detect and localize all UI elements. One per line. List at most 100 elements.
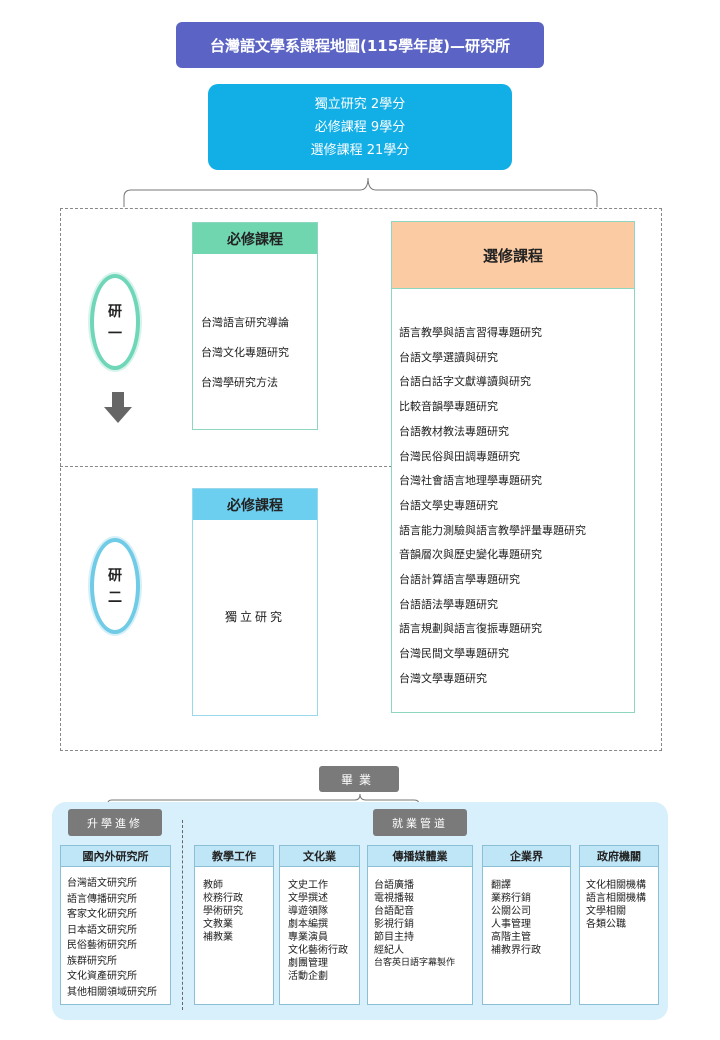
list-item: 台灣民間文學專題研究 (399, 647, 509, 661)
list-item: 台語廣播 (374, 880, 414, 891)
elective-header: 選修課程 (392, 222, 634, 289)
list-item: 文化資產研究所 (67, 971, 137, 982)
list-item: 校務行政 (203, 893, 243, 904)
list-item: 台語語法學專題研究 (399, 597, 498, 611)
list-item: 文學撰述 (288, 893, 328, 904)
column-list: 文化相關機構 語言相關機構 文學相關 各類公職 (580, 867, 658, 931)
list-item: 台灣文化專題研究 (201, 346, 289, 359)
page-title: 台灣語文學系課程地圖(115學年度)—研究所 (176, 22, 544, 68)
column-enterprise: 企業界 翻譯 業務行銷 公關公司 人事管理 高階主管 補教界行政 (482, 845, 571, 1005)
list-item: 台灣社會語言地理學專題研究 (399, 474, 542, 488)
list-item: 人事管理 (491, 919, 531, 930)
list-item: 教師 (203, 880, 223, 891)
column-header: 企業界 (483, 846, 570, 867)
year1-badge: 研 一 (90, 274, 140, 370)
list-item: 影視行銷 (374, 919, 414, 930)
credit-elective: 選修課程 21學分 (310, 142, 410, 158)
year2-label: 研 (108, 568, 122, 584)
list-item: 高階主管 (491, 932, 531, 943)
list-item: 各類公職 (586, 919, 626, 930)
required-courses-year1: 必修課程 台灣語言研究導論 台灣文化專題研究 台灣學研究方法 (192, 222, 318, 430)
list-item: 日本語文研究所 (67, 924, 137, 936)
column-graduate-schools: 國內外研究所 台灣語文研究所 語言傳播研究所 客家文化研究所 日本語文研究所 民… (60, 845, 171, 1005)
list-item: 語言能力測驗與語言教學評量專題研究 (399, 523, 586, 537)
list-item: 客家文化研究所 (67, 909, 137, 920)
year2-badge: 研 二 (90, 538, 140, 634)
list-item: 台語計算語言學專題研究 (399, 573, 520, 587)
column-media: 傳播媒體業 台語廣播 電視播報 台語配音 影視行銷 節目主持 經紀人 台客英日語… (367, 845, 473, 1005)
column-list: 台語廣播 電視播報 台語配音 影視行銷 節目主持 經紀人 台客英日語字幕製作 (368, 867, 472, 970)
column-list: 教師 校務行政 學術研究 文教業 補教業 (195, 867, 273, 944)
column-list: 台灣語文研究所 語言傳播研究所 客家文化研究所 日本語文研究所 民俗藝術研究所 … (61, 867, 170, 1000)
list-item: 台灣語文研究所 (67, 878, 137, 889)
list-item: 學術研究 (203, 906, 243, 917)
list-item: 台灣民俗與田調專題研究 (399, 449, 520, 463)
list-item: 文化相關機構 (586, 880, 646, 891)
credit-required: 必修課程 9學分 (314, 119, 406, 135)
list-item: 語言教學與語言習得專題研究 (399, 326, 542, 339)
list-item: 台灣語言研究導論 (201, 316, 289, 329)
list-item: 語言傳播研究所 (67, 893, 137, 905)
column-list: 翻譯 業務行銷 公關公司 人事管理 高階主管 補教界行政 (483, 867, 570, 957)
course-area (60, 208, 662, 751)
column-government: 政府機關 文化相關機構 語言相關機構 文學相關 各類公職 (579, 845, 659, 1005)
list-item: 公關公司 (491, 906, 531, 917)
column-header: 教學工作 (195, 846, 273, 867)
list-item: 語言相關機構 (586, 893, 646, 904)
list-item: 劇團管理 (288, 958, 328, 969)
list-item: 文教業 (203, 919, 233, 930)
further-study-label: 升學進修 (68, 809, 162, 836)
list-item: 台灣學研究方法 (201, 376, 278, 389)
year2-number: 二 (108, 590, 122, 606)
credits-box: 獨立研究 2學分 必修課程 9學分 選修課程 21學分 (208, 84, 512, 170)
credit-independent: 獨立研究 2學分 (314, 96, 406, 112)
list-item: 經紀人 (374, 945, 404, 956)
column-header: 國內外研究所 (61, 846, 170, 867)
list-item: 翻譯 (491, 880, 511, 891)
column-header: 傳播媒體業 (368, 846, 472, 867)
list-item: 導遊領隊 (288, 906, 328, 917)
list-item: 業務行銷 (491, 893, 531, 904)
list-item: 台客英日語字幕製作 (374, 958, 456, 968)
required-header-year2: 必修課程 (193, 489, 317, 520)
list-item: 文學相關 (586, 906, 626, 917)
list-item: 台語文學選讀與研究 (399, 350, 498, 364)
list-item: 節目主持 (374, 932, 414, 943)
column-header: 政府機關 (580, 846, 658, 867)
list-item: 補教界行政 (491, 945, 541, 956)
list-item: 比較音韻學專題研究 (399, 400, 498, 414)
column-list: 文史工作 文學撰述 導遊領隊 劇本編撰 專業演員 文化藝術行政 劇團管理 活動企… (280, 867, 359, 983)
panel-divider (182, 820, 183, 1010)
elective-list: 語言教學與語言習得專題研究 台語文學選讀與研究 台語白話字文獻導讀與研究 比較音… (392, 289, 634, 692)
list-item: 電視播報 (374, 893, 414, 904)
list-item: 音韻層次與歷史變化專題研究 (399, 548, 542, 562)
list-item: 台語教材教法專題研究 (399, 424, 509, 438)
required-list-year1: 台灣語言研究導論 台灣文化專題研究 台灣學研究方法 (193, 254, 317, 398)
year1-number: 一 (108, 326, 122, 342)
list-item: 民俗藝術研究所 (67, 940, 137, 951)
graduation-label: 畢業 (319, 766, 399, 792)
list-item: 劇本編撰 (288, 919, 328, 930)
column-culture: 文化業 文史工作 文學撰述 導遊領隊 劇本編撰 專業演員 文化藝術行政 劇團管理… (279, 845, 360, 1005)
list-item: 族群研究所 (67, 955, 117, 967)
list-item: 活動企劃 (288, 971, 328, 982)
list-item: 文史工作 (288, 880, 328, 891)
list-item: 台語白話字文獻導讀與研究 (399, 375, 531, 389)
required-courses-year2: 必修課程 獨立研究 (192, 488, 318, 716)
down-arrow-icon (104, 392, 132, 423)
column-teaching: 教學工作 教師 校務行政 學術研究 文教業 補教業 (194, 845, 274, 1005)
year-divider (60, 466, 392, 467)
list-item: 語言規劃與語言復振專題研究 (399, 622, 542, 636)
year1-label: 研 (108, 304, 122, 320)
list-item: 台語配音 (374, 906, 414, 917)
elective-courses: 選修課程 語言教學與語言習得專題研究 台語文學選讀與研究 台語白話字文獻導讀與研… (391, 221, 635, 713)
list-item: 台灣文學專題研究 (399, 671, 487, 685)
list-item: 其他相關領域研究所 (67, 986, 157, 998)
list-item: 文化藝術行政 (288, 945, 348, 956)
required-header-year1: 必修課程 (193, 223, 317, 254)
list-item: 專業演員 (288, 932, 328, 943)
list-item: 補教業 (203, 932, 233, 943)
independent-study: 獨立研究 (224, 610, 285, 624)
employment-label: 就業管道 (373, 809, 467, 836)
column-header: 文化業 (280, 846, 359, 867)
